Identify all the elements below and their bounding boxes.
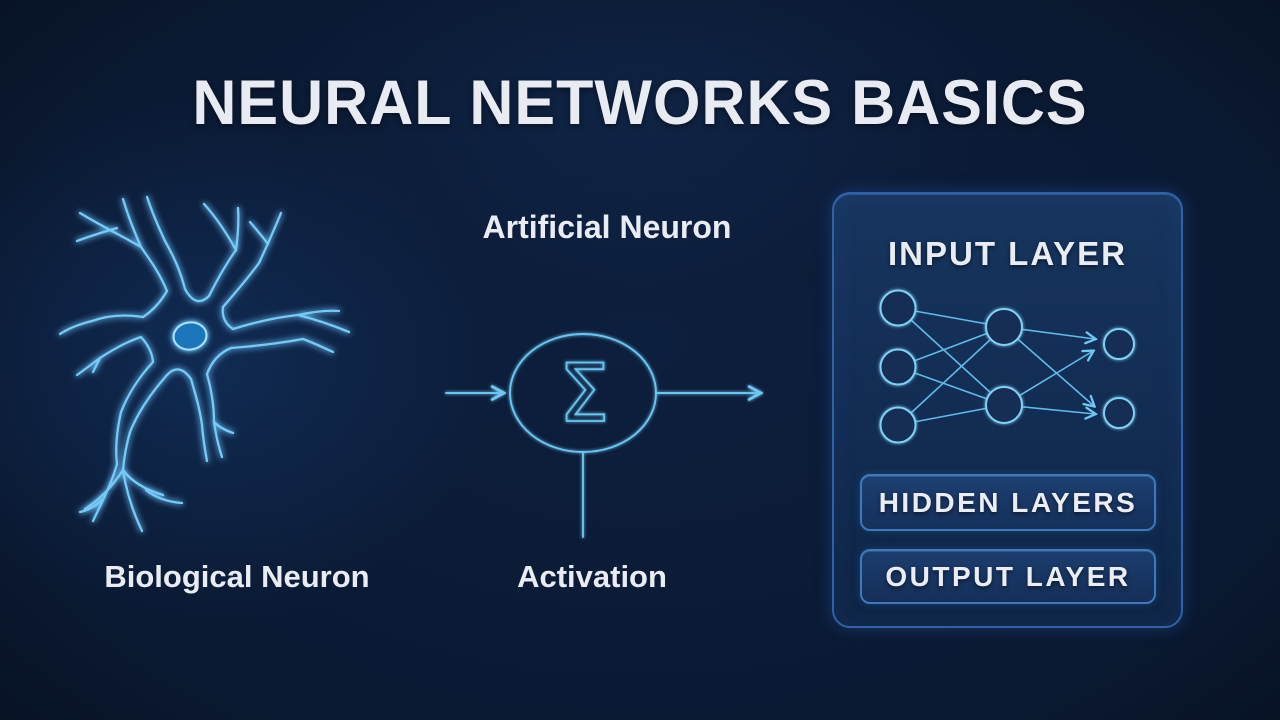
hidden-layers-box: HIDDEN LAYERS (860, 474, 1156, 531)
biological-neuron-label: Biological Neuron (104, 559, 370, 594)
summation-circle (509, 333, 657, 453)
neuron-nucleus (172, 321, 208, 351)
sigma-symbol: Σ (559, 347, 610, 440)
hidden-layers-label: HIDDEN LAYERS (878, 486, 1138, 518)
artificial-neuron-label: Artificial Neuron (482, 209, 732, 245)
network-layers-panel: INPUT LAYER HIDDEN LAYERS OUTPUT LAYER (832, 192, 1183, 628)
neuron-soma (139, 287, 235, 381)
page-title: NEURAL NETWORKS BASICS (192, 66, 1088, 138)
output-layer-box: OUTPUT LAYER (860, 549, 1156, 604)
output-layer-label: OUTPUT LAYER (885, 560, 1131, 592)
biological-neuron-drawing (58, 195, 351, 533)
activation-label: Activation (517, 559, 667, 594)
input-layer-heading: INPUT LAYER (888, 235, 1127, 272)
summation-unit: Σ (445, 333, 760, 538)
